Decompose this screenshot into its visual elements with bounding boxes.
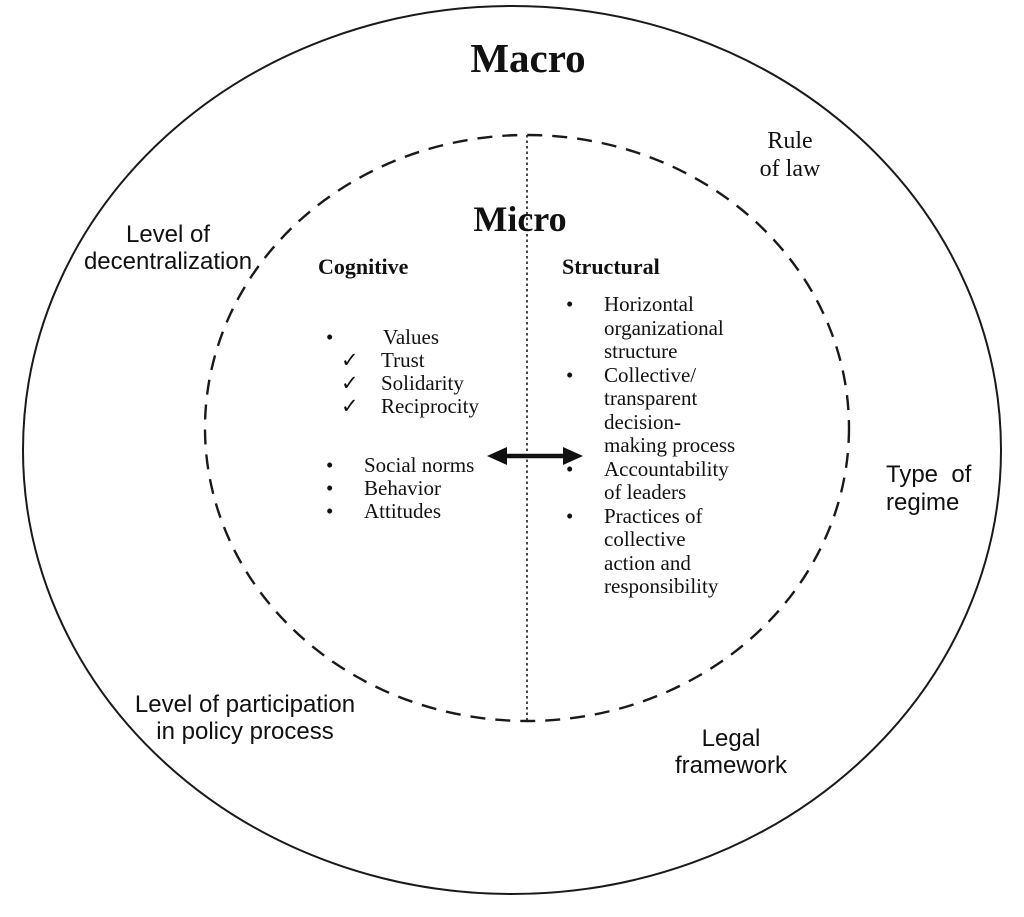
list-item: • Practices of collective action and res… — [566, 503, 776, 599]
inner-micro-dashed-ellipse — [203, 133, 851, 723]
bullet-icon: • — [566, 456, 574, 481]
double-arrow-icon — [487, 447, 583, 465]
check-icon: ✓ — [341, 348, 359, 372]
list-item: ✓ Solidarity — [326, 372, 526, 395]
list-item-label: Collective/ transparent decision- making… — [604, 362, 736, 457]
macro-title: Macro — [470, 35, 586, 81]
list-item: • Social norms — [326, 454, 526, 477]
bullet-icon: • — [566, 292, 574, 316]
structural-column-header: Structural — [562, 254, 660, 279]
list-item-label: Social norms — [364, 453, 475, 477]
bullet-icon: • — [326, 476, 334, 500]
list-item: • Accountability of leaders — [566, 456, 776, 505]
label-type-of-regime: Type of regime — [886, 461, 972, 516]
check-icon: ✓ — [341, 394, 359, 418]
list-item: ✓ Trust — [326, 349, 526, 372]
cognitive-list: • Values ✓ Trust ✓ Solidarity ✓ Reciproc… — [326, 326, 526, 523]
list-item-label: Values — [383, 325, 439, 349]
cognitive-column-header: Cognitive — [318, 254, 409, 279]
list-item: • Attitudes — [326, 500, 526, 523]
list-item-label: Horizontal organizational structure — [604, 292, 724, 363]
list-item-label: Attitudes — [364, 499, 441, 523]
list-item-label: Reciprocity — [381, 394, 479, 418]
bullet-icon: • — [566, 362, 574, 387]
outer-macro-ellipse — [22, 5, 1002, 895]
check-icon: ✓ — [341, 371, 359, 395]
label-rule-of-law: Rule of law — [759, 128, 821, 182]
label-level-of-decentralization: Level of decentralization — [83, 221, 253, 275]
list-item-label: Trust — [381, 348, 425, 372]
list-item-label: Practices of collective action and respo… — [604, 503, 719, 598]
bullet-icon: • — [326, 325, 334, 349]
list-item: ✓ Reciprocity — [326, 395, 526, 418]
list-item-label: Behavior — [364, 476, 441, 500]
list-item: • Collective/ transparent decision- maki… — [566, 362, 776, 458]
list-item: • Horizontal organizational structure — [566, 292, 776, 364]
label-level-of-participation: Level of participation in policy process — [134, 691, 356, 745]
list-item-label: Accountability of leaders — [604, 456, 729, 504]
list-item: • Behavior — [326, 477, 526, 500]
bullet-icon: • — [326, 453, 334, 477]
structural-list: • Horizontal organizational structure • … — [566, 292, 776, 599]
list-item: • Values — [326, 326, 526, 349]
bullet-icon: • — [566, 503, 574, 528]
bullet-icon: • — [326, 499, 334, 523]
micro-title: Micro — [473, 199, 567, 239]
list-item-label: Solidarity — [381, 371, 464, 395]
label-legal-framework: Legal framework — [674, 725, 788, 779]
